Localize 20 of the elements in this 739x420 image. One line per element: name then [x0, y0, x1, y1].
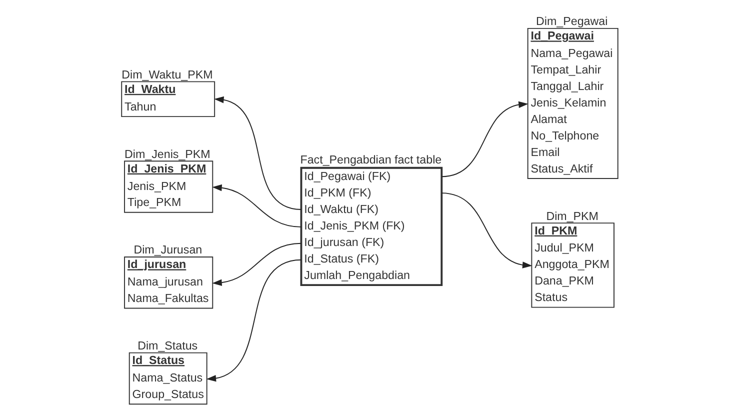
arrow	[206, 259, 302, 382]
node-label: Dim_Pegawai	[536, 15, 608, 28]
node-label: Dim_Status	[138, 340, 198, 353]
arrow	[212, 242, 302, 286]
node-label: Dim_PKM	[546, 210, 598, 223]
arrow	[214, 96, 302, 210]
node-box: Id_jurusan Nama_jurusan Nama_Fakultas	[124, 256, 214, 309]
node-box: Id_PKM Judul_PKM Anggota_PKM Dana_PKM Status	[531, 222, 614, 308]
node-box: Id_Pegawai Nama_Pegawai Tempat_Lahir Tanggal_Lahir Jenis_Kelamin Alamat No_Telphone Email Status_Aktif	[527, 28, 618, 180]
arrow	[212, 184, 302, 228]
arrow	[441, 101, 528, 178]
node-label: Dim_Waktu_PKM	[122, 68, 213, 82]
node-box: Id_Jenis_PKM Jenis_PKM Tipe_PKM	[124, 160, 214, 213]
node-box: Id_Pegawai (FK) Id_PKM (FK) Id_Waktu (FK) Id_Jenis_PKM (FK) Id_jurusan (FK) Id_Status (FK) Jumlah_Pengabdian	[300, 166, 443, 286]
node-box: Id_Waktu Tahun	[121, 81, 216, 118]
arrow	[441, 192, 532, 268]
node-label: Dim_Jenis_PKM	[124, 148, 210, 161]
node-label: Fact_Pengabdian fact table	[300, 154, 442, 167]
node-label: Dim_Jurusan	[134, 244, 202, 257]
node-box: Id_Status Nama_Status Group_Status	[128, 352, 208, 405]
